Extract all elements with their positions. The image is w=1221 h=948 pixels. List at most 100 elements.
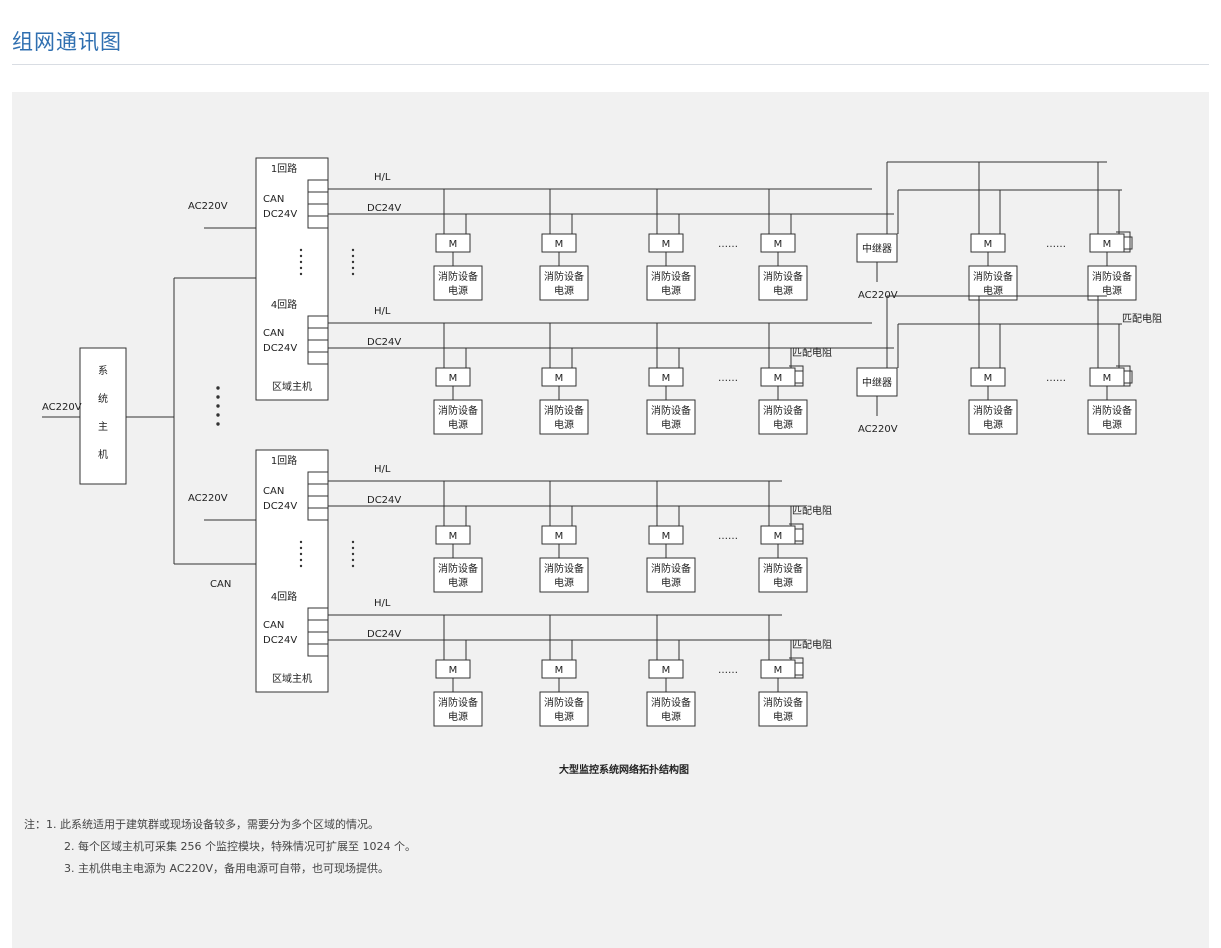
region-b-loop-dots — [299, 546, 303, 550]
region-a-loop-psu-label: 消防设备 — [651, 404, 691, 417]
region-b-loop-dots — [351, 552, 355, 556]
system-host-label: 机 — [98, 448, 108, 461]
region-a-loop-psu-box — [758, 265, 808, 301]
region-b-loop-psu-label: 电源 — [554, 710, 574, 723]
region-a-loop-repeater-box — [856, 367, 898, 397]
region-b-loop-psu-label: 消防设备 — [651, 696, 691, 709]
region-a-loop-hl-label: H/L — [374, 306, 391, 317]
region-a-loop-repeater-ac-label: AC220V — [858, 290, 898, 301]
region-b-ac220v-label: AC220V — [188, 493, 228, 504]
region-a-loop-dots — [351, 254, 355, 258]
region-b-loop-dots — [299, 552, 303, 556]
region-a-loop-module-label: M — [449, 373, 458, 384]
region-b-port-cell — [307, 631, 329, 645]
region-a-loop-resistor-bracket — [789, 365, 804, 387]
region-a-loop-psu-box — [1087, 265, 1137, 301]
region-b-loop-dots — [351, 540, 355, 544]
region-b-loop-dc24v-label: DC24V — [367, 495, 401, 506]
region-b-loop-psu-label: 电源 — [554, 576, 574, 589]
region-a-loop-module-label: M — [662, 239, 671, 250]
region-a-loop-psu-label: 电源 — [773, 284, 793, 297]
region-a-loop-psu-box — [758, 399, 808, 435]
region-a-can4-label: CAN — [263, 328, 284, 339]
region-b-loop-psu-label: 消防设备 — [438, 696, 478, 709]
region-b-port-cell — [307, 495, 329, 509]
system-host-box — [79, 347, 127, 485]
region-a-loop-resistor-label: 匹配电阻 — [792, 346, 832, 359]
region-b-loop-psu-label: 消防设备 — [763, 696, 803, 709]
region-b-loop-dots — [299, 540, 303, 544]
region-a-ac220v-label: AC220V — [188, 201, 228, 212]
region-b-loop-module-label: M — [555, 531, 564, 542]
region-continuation-dots — [216, 395, 220, 399]
region-b-loop-module-label: M — [662, 531, 671, 542]
region-a-loop-psu-box — [968, 399, 1018, 435]
note-item-3: 3. 主机供电主电源为 AC220V，备用电源可自带，也可现场提供。 — [64, 862, 390, 875]
region-b-loop-psu-box — [539, 557, 589, 593]
region-b-loop-resistor-bracket — [789, 657, 804, 679]
region-a-loop-dots — [299, 254, 303, 258]
region-b-loop-resistor-symbol — [794, 662, 804, 676]
region-a-loop-psu-label: 电源 — [448, 284, 468, 297]
region-a-loop-dots — [299, 248, 303, 252]
region-a-host-label: 区域主机 — [272, 380, 312, 393]
region-a-loop-module-label: M — [774, 373, 783, 384]
region-a-loop-psu-label: 电源 — [554, 284, 574, 297]
region-a-loop-dc24v-label: DC24V — [367, 203, 401, 214]
note-prefix: 注： — [24, 818, 46, 831]
region-a-loop-dots — [351, 260, 355, 264]
region-a-loop-ellipsis: …… — [1046, 239, 1066, 250]
region-b-loop-psu-label: 消防设备 — [651, 562, 691, 575]
region-a-loop-ellipsis: …… — [718, 239, 738, 250]
region-b-loop-psu-box — [646, 557, 696, 593]
region-b-loop-psu-label: 电源 — [773, 576, 793, 589]
region-b-loop-module-label: M — [449, 665, 458, 676]
region-a-loop-repeater-label: 中继器 — [862, 376, 892, 389]
region-b-port-cell — [307, 483, 329, 497]
page-title: 组网通讯图 — [12, 30, 122, 54]
region-b-loop-module-label: M — [774, 531, 783, 542]
region-a-loop-psu-label: 电源 — [983, 284, 1003, 297]
region-b-dc24v1-label: DC24V — [263, 501, 297, 512]
system-host-label: 系 — [98, 365, 108, 377]
system-host-label: 统 — [98, 392, 108, 405]
region-a-loop-ellipsis: …… — [718, 373, 738, 384]
region-b-loop-module-label: M — [774, 665, 783, 676]
region-b-can1-label: CAN — [263, 486, 284, 497]
region-a-loop-psu-box — [968, 265, 1018, 301]
region-b-loop-module-label: M — [555, 665, 564, 676]
can-trunk-label: CAN — [210, 579, 231, 590]
region-b-loop-psu-label: 电源 — [448, 576, 468, 589]
region-a-loop-module-label: M — [555, 373, 564, 384]
region-b-loop-module-label: M — [662, 665, 671, 676]
region-a-loop-module-label: M — [984, 239, 993, 250]
region-a-loop-dots — [299, 260, 303, 264]
region-b-loop-psu-box — [539, 691, 589, 727]
region-a-loop-dots — [299, 272, 303, 276]
region-a-loop-dots — [299, 266, 303, 270]
region-b-loop1-label: 1回路 — [271, 454, 297, 467]
region-b-loop-hl-label: H/L — [374, 464, 391, 475]
region-a-loop-psu-label: 电源 — [1102, 284, 1122, 297]
region-a-loop1-label: 1回路 — [271, 162, 297, 175]
diagram-caption: 大型监控系统网络拓扑结构图 — [559, 763, 689, 776]
region-b-loop-psu-box — [758, 691, 808, 727]
region-a-loop-psu-label: 消防设备 — [1092, 270, 1132, 283]
region-a-loop-dots — [351, 272, 355, 276]
region-b-loop-ellipsis: …… — [718, 531, 738, 542]
region-a-loop-module-label: M — [555, 239, 564, 250]
note-item-1: 1. 此系统适用于建筑群或现场设备较多，需要分为多个区域的情况。 — [46, 818, 379, 831]
region-b-loop4-label: 4回路 — [271, 590, 297, 603]
region-a-loop-repeater-ac-label: AC220V — [858, 424, 898, 435]
region-b-loop-hl-label: H/L — [374, 598, 391, 609]
region-b-port-cell — [307, 643, 329, 657]
region-b-loop-psu-label: 电源 — [773, 710, 793, 723]
region-b-loop-psu-box — [433, 557, 483, 593]
region-a-loop-ellipsis: …… — [1046, 373, 1066, 384]
region-b-loop-psu-label: 消防设备 — [544, 696, 584, 709]
region-b-loop-psu-label: 消防设备 — [438, 562, 478, 575]
region-a-loop-module-label: M — [1103, 239, 1112, 250]
region-a-loop-hl-label: H/L — [374, 172, 391, 183]
region-b-loop-psu-box — [433, 691, 483, 727]
region-b-host-label: 区域主机 — [272, 672, 312, 685]
